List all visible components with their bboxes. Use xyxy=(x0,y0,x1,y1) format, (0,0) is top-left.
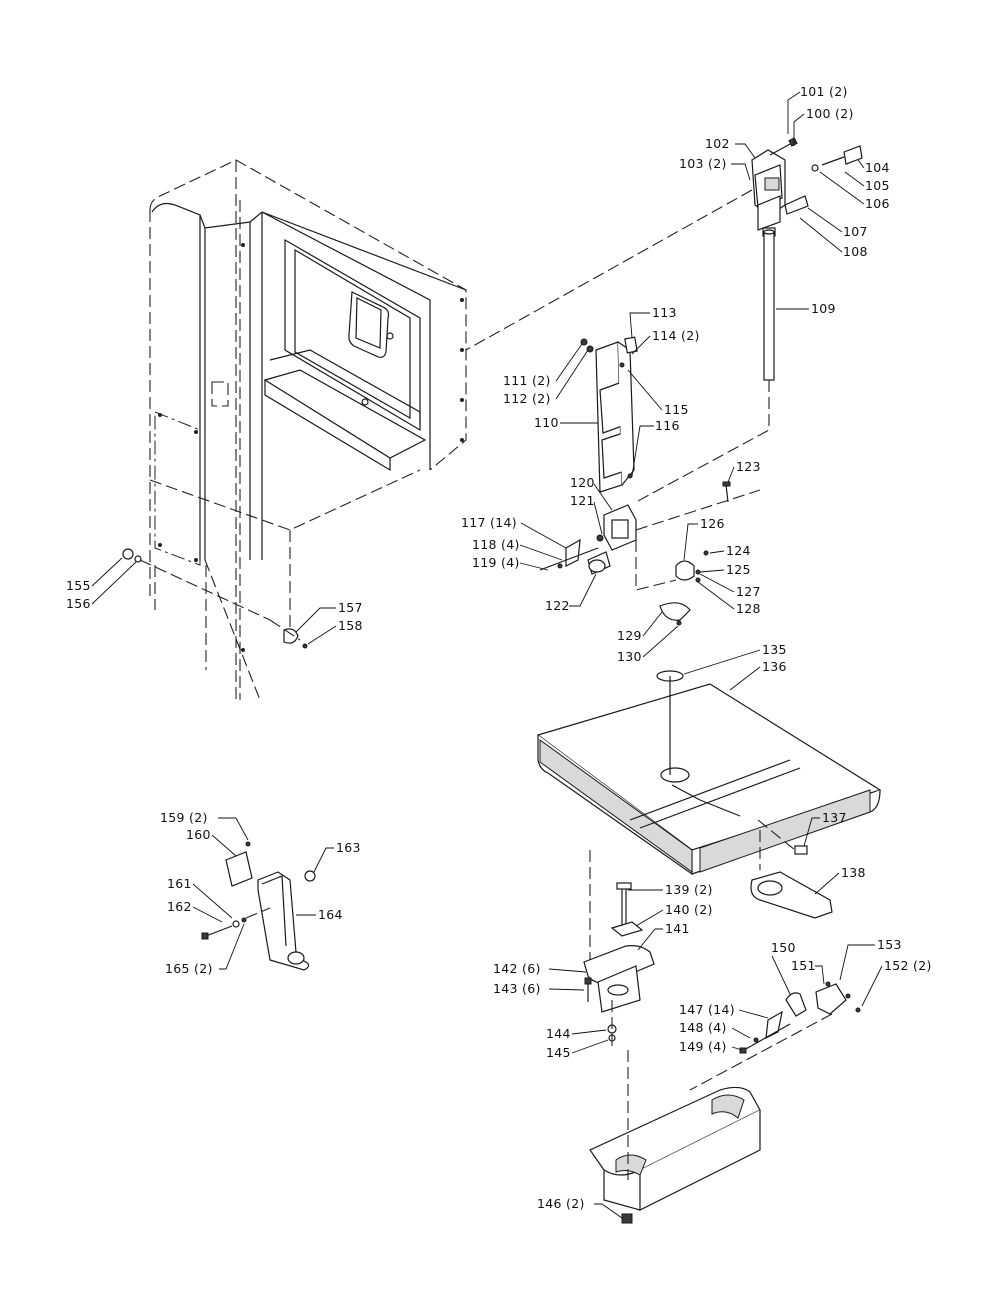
callout-161: 161 xyxy=(167,876,192,891)
callout-129: 129 xyxy=(617,628,642,643)
trunnion-assembly xyxy=(583,871,861,1224)
callout-115: 115 xyxy=(664,402,689,417)
callout-149: 149 (4) xyxy=(679,1039,727,1054)
arm-bracket xyxy=(201,841,316,971)
callout-141: 141 xyxy=(665,921,690,936)
callout-162: 162 xyxy=(167,899,192,914)
callout-103: 103 (2) xyxy=(679,156,727,171)
callout-153: 153 xyxy=(877,937,902,952)
callout-123: 123 xyxy=(736,459,761,474)
callout-110: 110 xyxy=(534,415,559,430)
callout-121: 121 xyxy=(570,493,595,508)
callout-124: 124 xyxy=(726,543,751,558)
callout-104: 104 xyxy=(865,160,890,175)
upper-blade-guard xyxy=(539,336,761,626)
callout-151: 151 xyxy=(791,958,816,973)
callout-139: 139 (2) xyxy=(665,882,713,897)
callout-137: 137 xyxy=(822,810,847,825)
callout-163: 163 xyxy=(336,840,361,855)
callout-136: 136 xyxy=(762,659,787,674)
tension-hardware xyxy=(122,548,308,649)
callout-113: 113 xyxy=(652,305,677,320)
callout-126: 126 xyxy=(700,516,725,531)
callout-157: 157 xyxy=(338,600,363,615)
callout-117: 117 (14) xyxy=(461,515,517,530)
callout-147: 147 (14) xyxy=(679,1002,735,1017)
callout-125: 125 xyxy=(726,562,751,577)
callout-100: 100 (2) xyxy=(806,106,854,121)
callout-152: 152 (2) xyxy=(884,958,932,973)
callout-105: 105 xyxy=(865,178,890,193)
callout-135: 135 xyxy=(762,642,787,657)
callout-145: 145 xyxy=(546,1045,571,1060)
part-callouts: 101 (2) 100 (2) 102 103 (2) 104 105 106 … xyxy=(66,84,932,1219)
callout-138: 138 xyxy=(841,865,866,880)
callout-128: 128 xyxy=(736,601,761,616)
callout-114: 114 (2) xyxy=(652,328,700,343)
callout-108: 108 xyxy=(843,244,868,259)
callout-130: 130 xyxy=(617,649,642,664)
callout-160: 160 xyxy=(186,827,211,842)
callout-146: 146 (2) xyxy=(537,1196,585,1211)
callout-155: 155 xyxy=(66,578,91,593)
callout-107: 107 xyxy=(843,224,868,239)
callout-148: 148 (4) xyxy=(679,1020,727,1035)
callout-122: 122 xyxy=(545,598,570,613)
callout-158: 158 xyxy=(338,618,363,633)
callout-144: 144 xyxy=(546,1026,571,1041)
saw-table xyxy=(536,670,882,960)
callout-156: 156 xyxy=(66,596,91,611)
callout-106: 106 xyxy=(865,196,890,211)
callout-164: 164 xyxy=(318,907,343,922)
callout-142: 142 (6) xyxy=(493,961,541,976)
callout-150: 150 xyxy=(771,940,796,955)
callout-143: 143 (6) xyxy=(493,981,541,996)
callout-159: 159 (2) xyxy=(160,810,208,825)
callout-112: 112 (2) xyxy=(503,391,551,406)
callout-119: 119 (4) xyxy=(472,555,520,570)
callout-118: 118 (4) xyxy=(472,537,520,552)
callout-120: 120 xyxy=(570,475,595,490)
callout-109: 109 xyxy=(811,301,836,316)
callout-102: 102 xyxy=(705,136,730,151)
callout-101: 101 (2) xyxy=(800,84,848,99)
guide-post-bracket xyxy=(465,137,863,503)
callout-116: 116 xyxy=(655,418,680,433)
callout-140: 140 (2) xyxy=(665,902,713,917)
saw-frame-housing xyxy=(149,159,467,701)
callout-165: 165 (2) xyxy=(165,961,213,976)
callout-127: 127 xyxy=(736,584,761,599)
callout-111: 111 (2) xyxy=(503,373,551,388)
